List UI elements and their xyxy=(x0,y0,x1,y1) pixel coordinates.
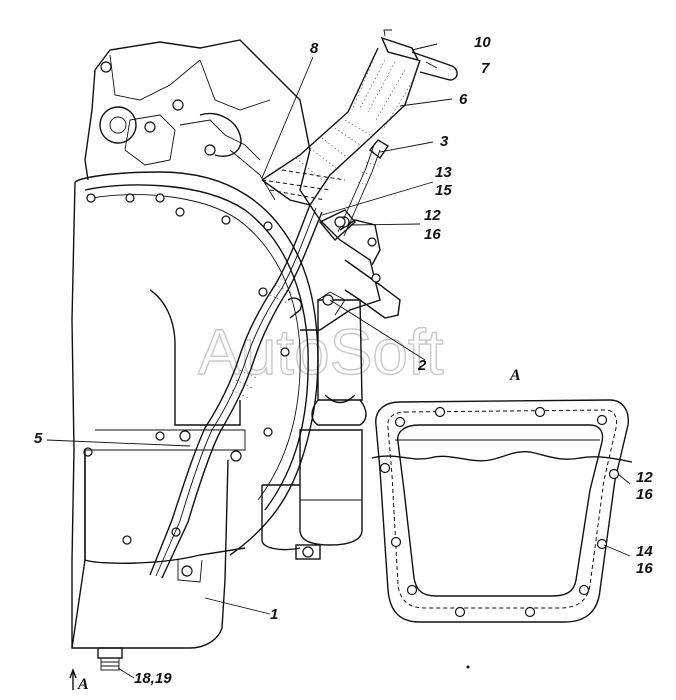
callout-6: 6 xyxy=(459,91,468,108)
oil-pan xyxy=(71,450,229,671)
view-a-label: A xyxy=(509,367,521,384)
callout-10: 10 xyxy=(474,34,491,51)
detail-callout-14: 14 xyxy=(636,543,653,560)
detail-callout-16-b: 16 xyxy=(636,560,653,577)
view-a-arrow-label: A xyxy=(77,676,89,693)
view-a-detail xyxy=(371,399,633,669)
callout-15: 15 xyxy=(435,182,452,199)
callout-2: 2 xyxy=(417,357,427,374)
callout-12: 12 xyxy=(424,207,441,224)
callout-16: 16 xyxy=(424,226,441,243)
callout-labels: 10 7 6 8 3 13 15 12 16 2 5 1 18,19 12 16… xyxy=(34,34,653,693)
detail-callout-16-a: 16 xyxy=(636,486,653,503)
drain-plug xyxy=(97,647,123,659)
watermark: AutoSoft xyxy=(198,316,444,388)
callout-1: 1 xyxy=(270,606,278,623)
callout-13: 13 xyxy=(435,164,452,181)
tube-bracket xyxy=(287,209,356,319)
callout-7: 7 xyxy=(481,60,490,77)
dipstick xyxy=(337,139,389,237)
leader-lines xyxy=(46,43,631,690)
flywheel-housing xyxy=(71,171,319,648)
oil-filter xyxy=(261,294,367,560)
dipstick-guide-tube xyxy=(149,29,458,579)
callout-5: 5 xyxy=(34,430,43,447)
callout-18-19: 18,19 xyxy=(134,670,172,687)
detail-callout-12: 12 xyxy=(636,469,653,486)
callout-3: 3 xyxy=(440,133,449,150)
callout-8: 8 xyxy=(310,40,319,57)
